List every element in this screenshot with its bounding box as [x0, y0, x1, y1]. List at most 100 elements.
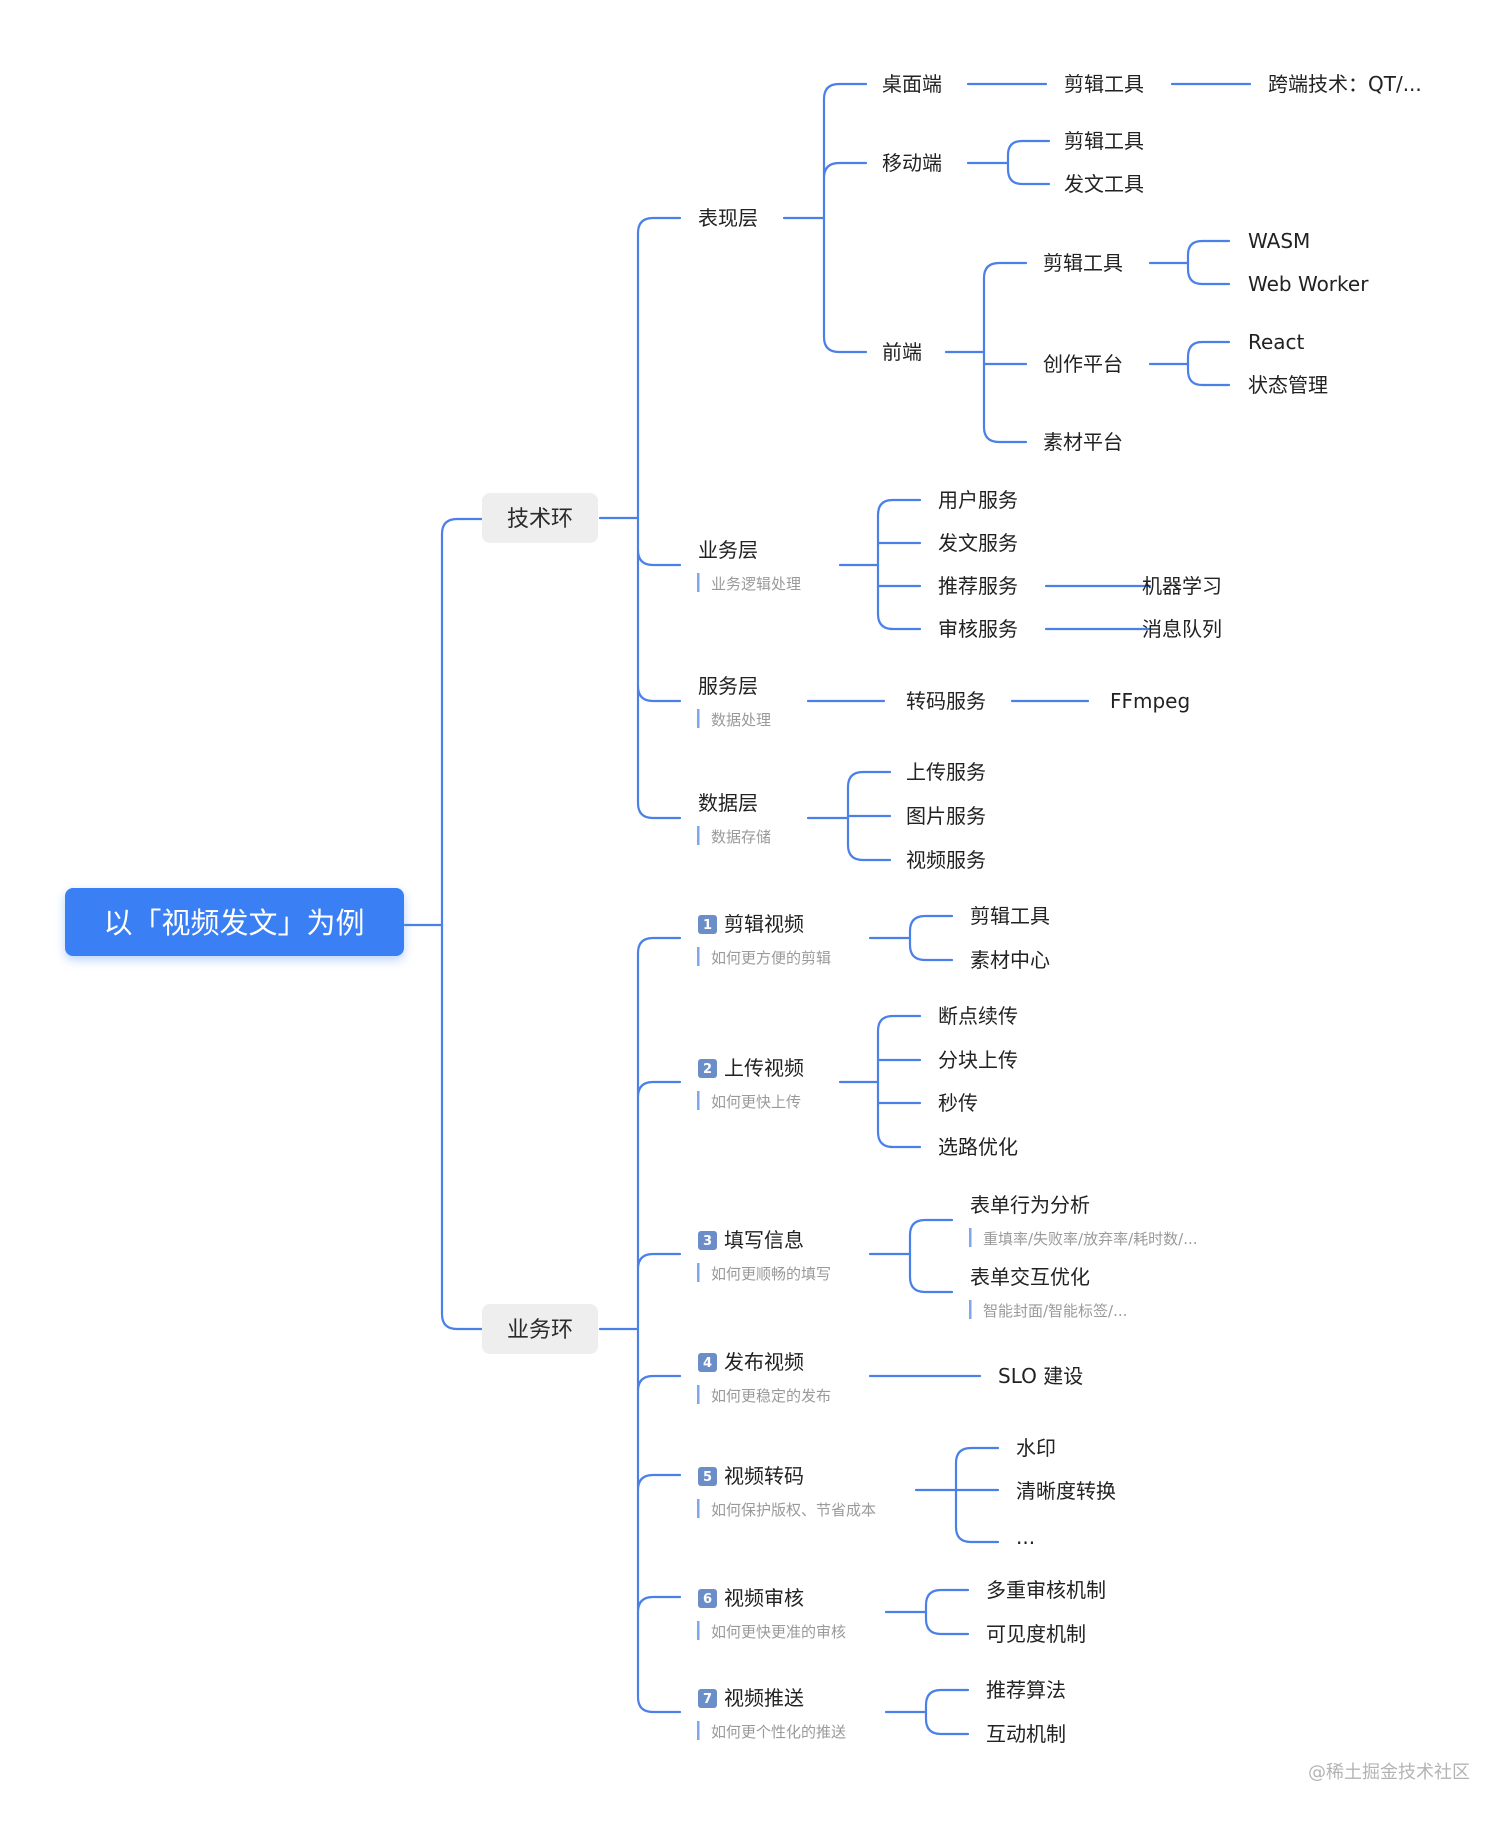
node-data-layer[interactable]: 数据层: [698, 791, 758, 815]
node-desktop-edit-tool[interactable]: 剪辑工具: [1064, 72, 1144, 96]
connector-biz: [598, 936, 682, 1714]
node-fe-edit-tool[interactable]: 剪辑工具: [1043, 251, 1123, 275]
node-transcode-service[interactable]: 转码服务: [906, 689, 986, 713]
node-step-edit-video[interactable]: 剪辑视频: [724, 912, 804, 936]
connector-fe-creator: [1148, 340, 1231, 387]
connector-frontend: [944, 261, 1028, 444]
node-post-service[interactable]: 发文服务: [938, 531, 1018, 555]
tech-loop-node[interactable]: 技术环: [482, 493, 598, 543]
node-presentation-layer[interactable]: 表现层: [698, 206, 758, 230]
node-ffmpeg[interactable]: FFmpeg: [1110, 689, 1190, 713]
node-step1-material-center[interactable]: 素材中心: [970, 948, 1050, 972]
node-review-service[interactable]: 审核服务: [938, 617, 1018, 641]
node-react[interactable]: React: [1248, 330, 1305, 354]
note-bar: [697, 573, 700, 592]
node-slo-construction[interactable]: SLO 建设: [998, 1364, 1083, 1388]
node-instant-upload[interactable]: 秒传: [938, 1091, 978, 1115]
node-frontend[interactable]: 前端: [882, 340, 922, 364]
node-step-video-push[interactable]: 视频推送: [724, 1686, 804, 1710]
note-bar: [697, 1091, 700, 1110]
node-service-layer[interactable]: 服务层: [698, 674, 758, 698]
note-bar: [697, 947, 700, 966]
node-recommend-service[interactable]: 推荐服务: [938, 574, 1018, 598]
node-step1-edit-tool[interactable]: 剪辑工具: [970, 904, 1050, 928]
note-bar: [697, 1721, 700, 1740]
connector-lines: [403, 82, 1252, 1736]
root-node-box: [65, 888, 404, 956]
node-wasm[interactable]: WASM: [1248, 229, 1310, 253]
svg-text:3: 3: [703, 1234, 712, 1249]
node-machine-learning[interactable]: 机器学习: [1142, 574, 1222, 598]
connector-step6: [884, 1588, 970, 1636]
node-desktop[interactable]: 桌面端: [882, 72, 942, 96]
note-bar: [697, 1621, 700, 1640]
node-step-upload-video-note: 如何更快上传: [711, 1093, 801, 1111]
node-chunk-upload[interactable]: 分块上传: [938, 1048, 1018, 1072]
connector-step1: [868, 914, 954, 962]
node-transcode-more[interactable]: ...: [1016, 1525, 1035, 1549]
node-image-service[interactable]: 图片服务: [906, 804, 986, 828]
node-mobile-edit-tool[interactable]: 剪辑工具: [1064, 129, 1144, 153]
connector-presentation: [782, 82, 868, 354]
node-form-behavior-analysis[interactable]: 表单行为分析: [970, 1193, 1090, 1217]
node-step-video-review[interactable]: 视频审核: [724, 1586, 804, 1610]
badge-1: 1: [698, 915, 717, 934]
tech-loop-label: 技术环: [507, 507, 573, 532]
node-upload-service[interactable]: 上传服务: [906, 760, 986, 784]
node-step-upload-video[interactable]: 上传视频: [724, 1056, 804, 1080]
note-bar: [697, 709, 700, 728]
note-bar: [697, 826, 700, 845]
node-desktop-cross-platform[interactable]: 跨端技术：QT/...: [1268, 72, 1422, 96]
tech-loop-pill: [482, 493, 598, 543]
connector-data: [806, 770, 892, 862]
svg-text:1: 1: [703, 918, 712, 933]
root-node[interactable]: 以「视频发文」为例: [65, 888, 404, 956]
node-step-video-review-note: 如何更快更准的审核: [711, 1623, 846, 1641]
node-step-edit-video-note: 如何更方便的剪辑: [711, 949, 831, 967]
svg-text:6: 6: [703, 1592, 712, 1607]
node-user-service[interactable]: 用户服务: [938, 488, 1018, 512]
node-business-layer[interactable]: 业务层: [698, 538, 758, 562]
connector-root: [403, 517, 488, 1331]
node-state-management[interactable]: 状态管理: [1248, 373, 1328, 397]
site-watermark: @稀土掘金技术社区: [1308, 1762, 1470, 1783]
node-service-layer-note: 数据处理: [711, 711, 771, 729]
node-video-service[interactable]: 视频服务: [906, 848, 986, 872]
connector-step7: [884, 1688, 970, 1736]
node-route-optimization[interactable]: 选路优化: [938, 1135, 1018, 1159]
node-material-platform[interactable]: 素材平台: [1043, 430, 1123, 454]
node-web-worker[interactable]: Web Worker: [1248, 272, 1369, 296]
node-mobile-post-tool[interactable]: 发文工具: [1064, 172, 1144, 196]
node-step-video-transcode[interactable]: 视频转码: [724, 1464, 804, 1488]
node-business-layer-note: 业务逻辑处理: [711, 575, 801, 593]
svg-text:4: 4: [703, 1356, 712, 1371]
node-mobile[interactable]: 移动端: [882, 151, 942, 175]
connector-step2: [838, 1014, 922, 1149]
node-recommend-algorithm[interactable]: 推荐算法: [986, 1678, 1066, 1702]
node-resume-upload[interactable]: 断点续传: [938, 1004, 1018, 1028]
node-watermark[interactable]: 水印: [1016, 1436, 1056, 1460]
connector-mobile: [966, 139, 1051, 186]
node-step-fill-info[interactable]: 填写信息: [724, 1228, 804, 1252]
note-bar: [697, 1263, 700, 1282]
node-visibility-mechanism[interactable]: 可见度机制: [986, 1622, 1086, 1646]
note-bar: [697, 1385, 700, 1404]
note-bar: [969, 1228, 972, 1247]
node-form-behavior-analysis-note: 重填率/失败率/放弃率/耗时数/...: [983, 1230, 1198, 1248]
biz-loop-label: 业务环: [507, 1318, 573, 1343]
node-data-layer-note: 数据存储: [711, 828, 771, 846]
node-step-publish-video[interactable]: 发布视频: [724, 1350, 804, 1374]
connector-step3: [868, 1218, 954, 1294]
svg-text:7: 7: [703, 1692, 712, 1707]
node-creator-platform[interactable]: 创作平台: [1043, 352, 1123, 376]
node-message-queue[interactable]: 消息队列: [1142, 617, 1222, 641]
connector-fe-edit: [1148, 239, 1231, 286]
biz-loop-node[interactable]: 业务环: [482, 1304, 598, 1354]
node-clarity-conversion[interactable]: 清晰度转换: [1016, 1479, 1116, 1503]
node-interaction-mechanism[interactable]: 互动机制: [986, 1722, 1066, 1746]
badge-4: 4: [698, 1353, 717, 1372]
badge-6: 6: [698, 1589, 717, 1608]
node-form-interaction-optimization[interactable]: 表单交互优化: [970, 1265, 1090, 1289]
node-form-interaction-optimization-note: 智能封面/智能标签/...: [983, 1302, 1127, 1320]
node-multi-review[interactable]: 多重审核机制: [986, 1578, 1106, 1602]
